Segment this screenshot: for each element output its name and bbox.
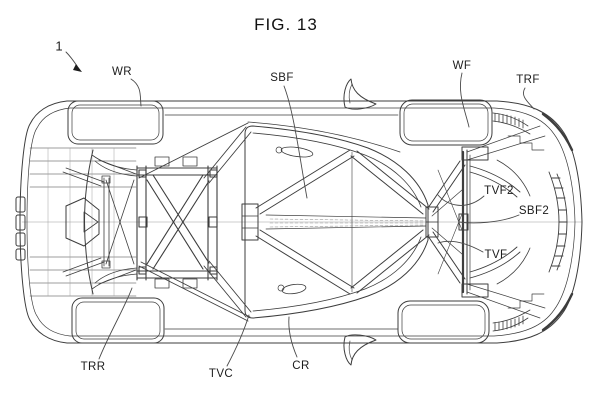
- label-sbf2: SBF2: [518, 205, 550, 217]
- cabin-structure: [241, 121, 439, 319]
- leader-sbf: [283, 85, 308, 199]
- label-wf: WF: [452, 60, 472, 72]
- rear-deck-grid: [29, 147, 138, 297]
- figure-title: FIG. 13: [254, 15, 318, 34]
- wheel-front-left: [399, 99, 493, 146]
- leader-tvf: [437, 240, 484, 253]
- front-crash-beam: [548, 171, 568, 273]
- label-sbf: SBF: [270, 72, 294, 84]
- leader-trf: [523, 87, 535, 110]
- car-body-outline: [19, 100, 583, 344]
- longitudinal-rails: [138, 122, 252, 322]
- arrowhead-ref-1: [73, 64, 82, 72]
- wheel-rear-right: [71, 297, 165, 344]
- wheel-rear-left: [67, 100, 164, 145]
- ribbed-side-rails: [492, 112, 531, 332]
- label-wr: WR: [112, 66, 132, 78]
- side-fin-top: [343, 78, 377, 110]
- label-tvf2: TVF2: [484, 185, 514, 197]
- rear-x-brace-subframe: [136, 156, 218, 289]
- wheels: [67, 99, 493, 344]
- leader-trr: [98, 287, 133, 360]
- leader-cr: [288, 316, 298, 358]
- rear-scissor-brace: [101, 175, 135, 269]
- leader-tvc: [226, 314, 250, 367]
- label-cr: CR: [292, 360, 310, 372]
- leader-lines: [65, 51, 535, 367]
- label-trf: TRF: [516, 74, 540, 86]
- reference-number-1: 1: [55, 38, 63, 54]
- leader-ref-1: [65, 51, 78, 67]
- rear-edge-blocks: [15, 196, 26, 261]
- label-trr: TRR: [80, 361, 106, 373]
- wheel-front-right: [397, 300, 490, 344]
- leader-wr: [130, 78, 142, 107]
- label-tvc: TVC: [208, 368, 234, 380]
- leader-tvf2: [437, 194, 485, 206]
- leader-wf: [459, 72, 470, 128]
- side-fin-bottom: [343, 334, 377, 366]
- leader-sbf2: [458, 214, 520, 224]
- label-tvf: TVF: [484, 249, 508, 261]
